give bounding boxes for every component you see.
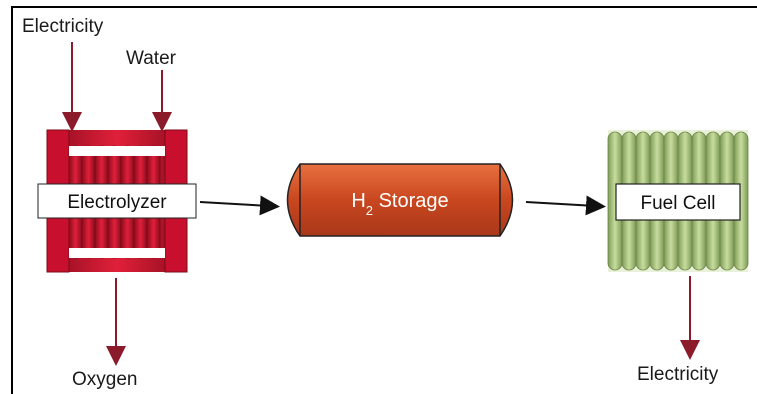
electrolyzer-label: Electrolyzer bbox=[67, 192, 167, 213]
electricity-input-label: Electricity bbox=[22, 16, 104, 37]
electrolyzer-to-storage-arrow bbox=[199, 195, 280, 216]
fuel-cell-label-box bbox=[615, 183, 741, 221]
h2-storage-tank: H2 Storage bbox=[286, 163, 514, 237]
h2-storage-label: H2 Storage bbox=[351, 190, 448, 218]
water-label: Water bbox=[126, 48, 177, 69]
electrolyzer-unit: Electrolyzer bbox=[37, 129, 197, 273]
diagram-frame bbox=[11, 6, 757, 394]
fuel-cell-unit: Fuel Cell bbox=[607, 130, 749, 272]
electrolyzer-label-box bbox=[37, 183, 197, 219]
fuel-cell-ribs bbox=[607, 131, 749, 271]
electricity-output-label: Electricity bbox=[637, 364, 719, 385]
fuel-cell-label: Fuel Cell bbox=[641, 193, 716, 214]
oxygen-label: Oxygen bbox=[72, 369, 137, 390]
electrolyzer-ribs bbox=[46, 129, 188, 273]
storage-to-fuel-cell-arrow bbox=[525, 195, 606, 216]
